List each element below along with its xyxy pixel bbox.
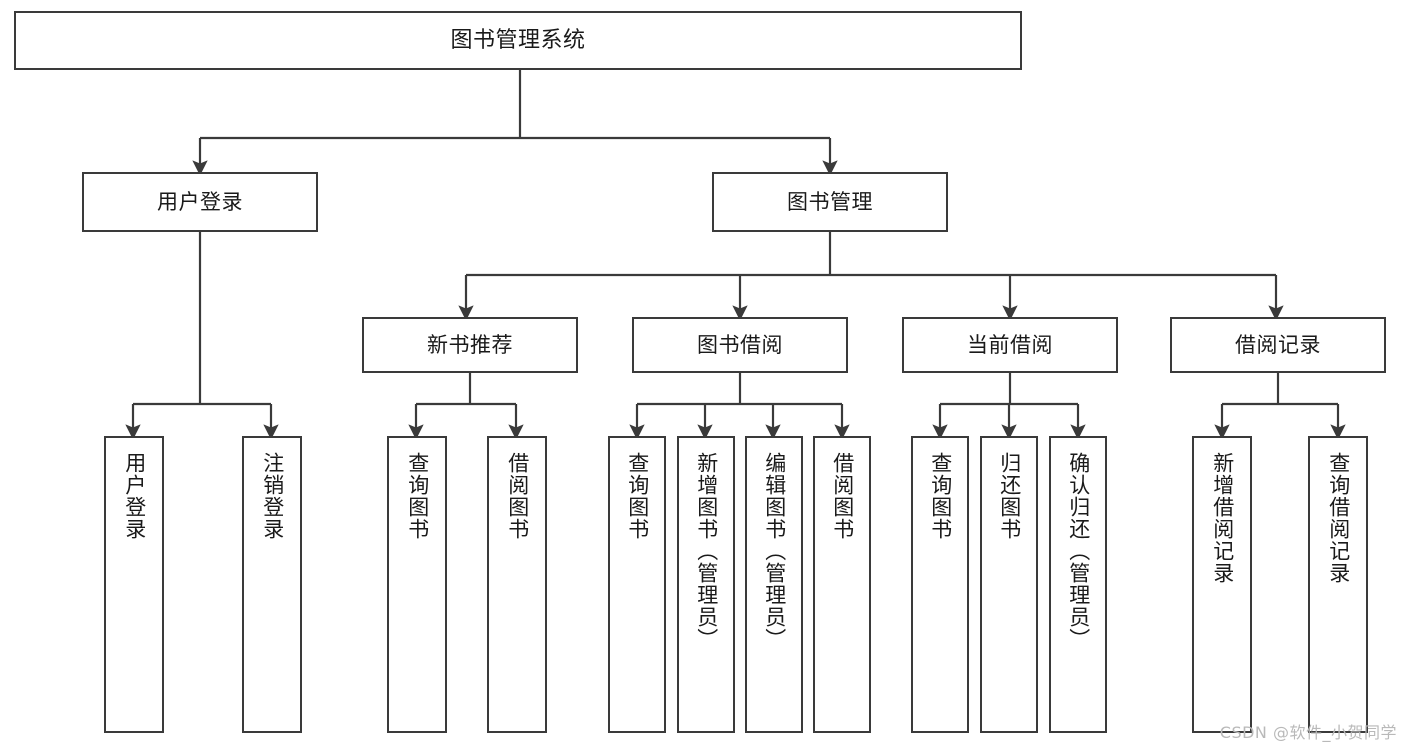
node-leaf-borrow-book-2[interactable]: 借阅图书 — [813, 436, 871, 733]
node-leaf-return-book-label: 归还图书 — [997, 452, 1022, 540]
node-root-label: 图书管理系统 — [450, 27, 586, 53]
node-leaf-logout-login[interactable]: 注销登录 — [242, 436, 302, 733]
node-borrow-record-label: 借阅记录 — [1235, 332, 1321, 357]
node-leaf-borrow-book-1[interactable]: 借阅图书 — [487, 436, 547, 733]
node-leaf-add-book-admin[interactable]: 新增图书（管理员） — [677, 436, 735, 733]
node-leaf-return-book[interactable]: 归还图书 — [980, 436, 1038, 733]
node-borrow-record[interactable]: 借阅记录 — [1170, 317, 1386, 373]
node-leaf-query-book-2[interactable]: 查询图书 — [608, 436, 666, 733]
node-user-login-label: 用户登录 — [157, 189, 243, 214]
node-current-borrow[interactable]: 当前借阅 — [902, 317, 1118, 373]
node-leaf-add-book-admin-label: 新增图书（管理员） — [694, 452, 719, 650]
watermark-text: CSDN @软件_小贺同学 — [1219, 723, 1397, 742]
node-root[interactable]: 图书管理系统 — [14, 11, 1022, 70]
node-leaf-confirm-return-admin-label: 确认归还（管理员） — [1066, 452, 1091, 650]
node-leaf-query-book-2-label: 查询图书 — [625, 452, 650, 540]
node-book-borrow[interactable]: 图书借阅 — [632, 317, 848, 373]
node-leaf-logout-login-label: 注销登录 — [260, 452, 285, 540]
node-leaf-query-book-3-label: 查询图书 — [928, 452, 953, 540]
node-leaf-confirm-return-admin[interactable]: 确认归还（管理员） — [1049, 436, 1107, 733]
node-leaf-query-borrow-record-label: 查询借阅记录 — [1326, 452, 1351, 584]
node-book-manage[interactable]: 图书管理 — [712, 172, 948, 232]
node-leaf-add-borrow-record[interactable]: 新增借阅记录 — [1192, 436, 1252, 733]
node-leaf-edit-book-admin[interactable]: 编辑图书（管理员） — [745, 436, 803, 733]
node-new-book-recommend-label: 新书推荐 — [427, 332, 513, 357]
node-leaf-user-login-label: 用户登录 — [122, 452, 147, 540]
node-book-borrow-label: 图书借阅 — [697, 332, 783, 357]
node-leaf-edit-book-admin-label: 编辑图书（管理员） — [762, 452, 787, 650]
node-user-login[interactable]: 用户登录 — [82, 172, 318, 232]
node-leaf-query-book-1[interactable]: 查询图书 — [387, 436, 447, 733]
node-current-borrow-label: 当前借阅 — [967, 332, 1053, 357]
node-leaf-query-book-1-label: 查询图书 — [405, 452, 430, 540]
node-leaf-user-login[interactable]: 用户登录 — [104, 436, 164, 733]
node-leaf-add-borrow-record-label: 新增借阅记录 — [1210, 452, 1235, 584]
node-book-manage-label: 图书管理 — [787, 189, 873, 214]
node-leaf-query-book-3[interactable]: 查询图书 — [911, 436, 969, 733]
node-leaf-borrow-book-1-label: 借阅图书 — [505, 452, 530, 540]
node-leaf-borrow-book-2-label: 借阅图书 — [830, 452, 855, 540]
node-new-book-recommend[interactable]: 新书推荐 — [362, 317, 578, 373]
node-leaf-query-borrow-record[interactable]: 查询借阅记录 — [1308, 436, 1368, 733]
